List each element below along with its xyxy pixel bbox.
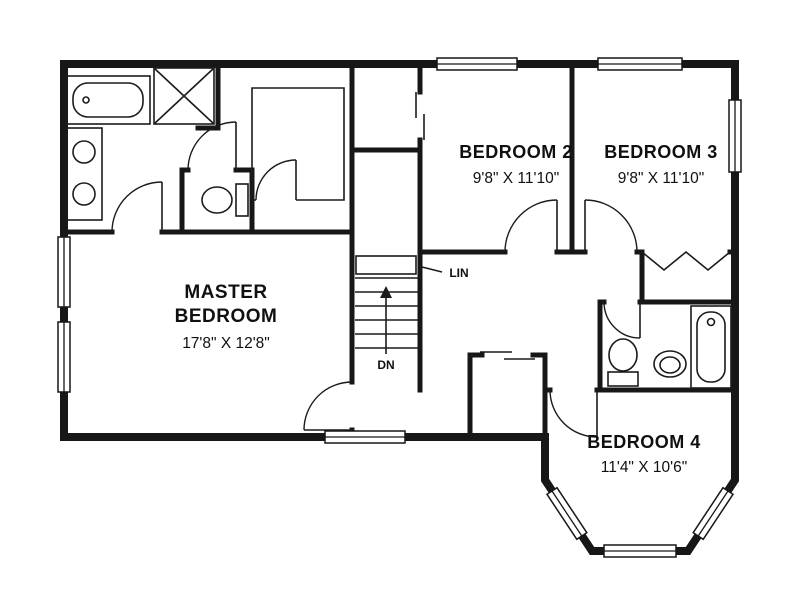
master-bedroom-name-line1: MASTER — [184, 282, 267, 303]
window-master-bottom — [324, 430, 406, 444]
toilet-fixture-master — [201, 183, 249, 217]
doors — [111, 92, 731, 438]
hall-closet-slider-doors — [480, 351, 535, 360]
linen-closet-label: LIN — [449, 266, 468, 280]
stairs-down-arrow — [380, 286, 392, 354]
bathtub-fixture-hall — [690, 305, 732, 389]
bedroom4-dims-label: 11'4" X 10'6" — [601, 459, 687, 476]
bedroom2-closet-slider-doors — [415, 92, 425, 140]
shower-fixture — [153, 67, 215, 125]
walkin-closet-outline — [251, 87, 345, 201]
interior-walls — [61, 61, 738, 440]
window-master-left-1 — [57, 236, 71, 308]
sink-fixture-hall — [653, 350, 687, 378]
linen-closet-shelf — [355, 255, 417, 275]
bedroom3-name-label: BEDROOM 3 — [604, 142, 718, 162]
labels: BEDROOM 2 9'8" X 11'10" BEDROOM 3 9'8" X… — [175, 142, 718, 476]
master-bedroom-name-line2: BEDROOM — [175, 306, 278, 327]
bedroom4-door — [549, 389, 598, 438]
master-bath-door — [111, 181, 163, 233]
bedroom2-door — [504, 199, 558, 253]
master-bedroom-door — [303, 381, 353, 431]
hall-bath-door — [603, 301, 641, 339]
master-bath-fixtures — [65, 67, 345, 221]
stairs — [355, 255, 443, 354]
toilet-fixture-hall — [607, 338, 639, 387]
bedroom4-name-label: BEDROOM 4 — [587, 432, 701, 452]
master-bedroom-dims-label: 17'8" X 12'8" — [182, 335, 270, 352]
bedroom3-door — [584, 199, 638, 253]
exterior-walls — [60, 60, 739, 555]
window-bedroom3-top — [597, 57, 683, 71]
bathtub-fixture — [65, 75, 151, 125]
bedroom2-dims-label: 9'8" X 11'10" — [473, 170, 559, 187]
stairs-down-label: DN — [377, 358, 394, 372]
linen-leader-line — [417, 265, 443, 273]
window-bay-left — [545, 486, 588, 541]
window-bedroom2-top — [436, 57, 518, 71]
walkin-closet-door — [255, 159, 297, 201]
window-bay-bottom — [603, 544, 677, 558]
water-closet-door — [187, 121, 237, 171]
window-master-left-2 — [57, 321, 71, 393]
window-bedroom3-right — [728, 99, 742, 173]
bedroom3-closet-bifold-doors — [641, 250, 731, 272]
hall-bath-fixtures — [607, 305, 732, 389]
window-bay-right — [692, 486, 735, 541]
windows — [57, 57, 742, 558]
bedroom2-name-label: BEDROOM 2 — [459, 142, 573, 162]
double-sink-vanity — [65, 127, 103, 221]
bedroom3-dims-label: 9'8" X 11'10" — [618, 170, 704, 187]
